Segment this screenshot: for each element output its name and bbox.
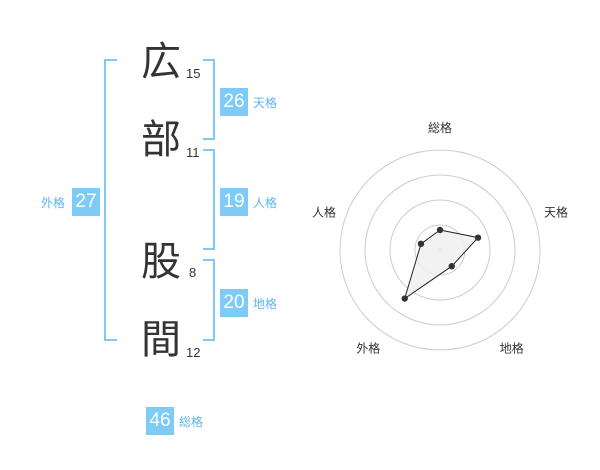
soukaku-label: 総格 [179,415,204,429]
radar-point-3 [448,262,455,270]
radar-polygon [403,229,479,300]
jinkaku-label: 人格 [253,196,278,210]
chikaku-bracket [203,259,215,341]
radar-axis-label-3: 地格 [500,341,524,356]
surname-char-2: 部 [141,117,181,163]
tenkaku-label: 天格 [253,96,278,110]
soukaku-value-badge: 46 [146,407,174,435]
radar-axis-label-5: 人格 [312,204,336,219]
radar-axis-label-4: 外格 [356,341,380,356]
surname-char-2-strokes: 11 [186,145,200,160]
radar-point-4 [401,295,408,302]
radar-point-2 [474,234,482,241]
jinkaku-bracket [203,149,215,250]
given-char-1-strokes: 8 [189,265,197,280]
given-char-1: 股 [141,239,181,285]
chikaku-label: 地格 [253,297,278,311]
gaikaku-label: 外格 [41,196,66,210]
radar-axis-label-1: 総格 [428,120,452,135]
chikaku-value-badge: 20 [220,289,248,317]
given-char-2-strokes: 12 [186,345,201,360]
radar-ring [389,199,491,301]
surname-char-1: 広 [141,39,181,85]
tenkaku-value-badge: 26 [220,88,248,116]
surname-char-1-strokes: 15 [186,66,201,81]
tenkaku-bracket [203,59,215,140]
radar-ring [364,174,516,326]
radar-point-5 [417,240,425,248]
gaikaku-bracket [104,59,117,341]
jinkaku-value-badge: 19 [220,188,248,216]
radar-axis-label-2: 天格 [544,204,568,219]
given-char-2: 間 [141,317,181,363]
radar-ring [339,149,541,351]
radar-point-1 [436,226,444,234]
gaikaku-value-badge: 27 [72,188,100,216]
